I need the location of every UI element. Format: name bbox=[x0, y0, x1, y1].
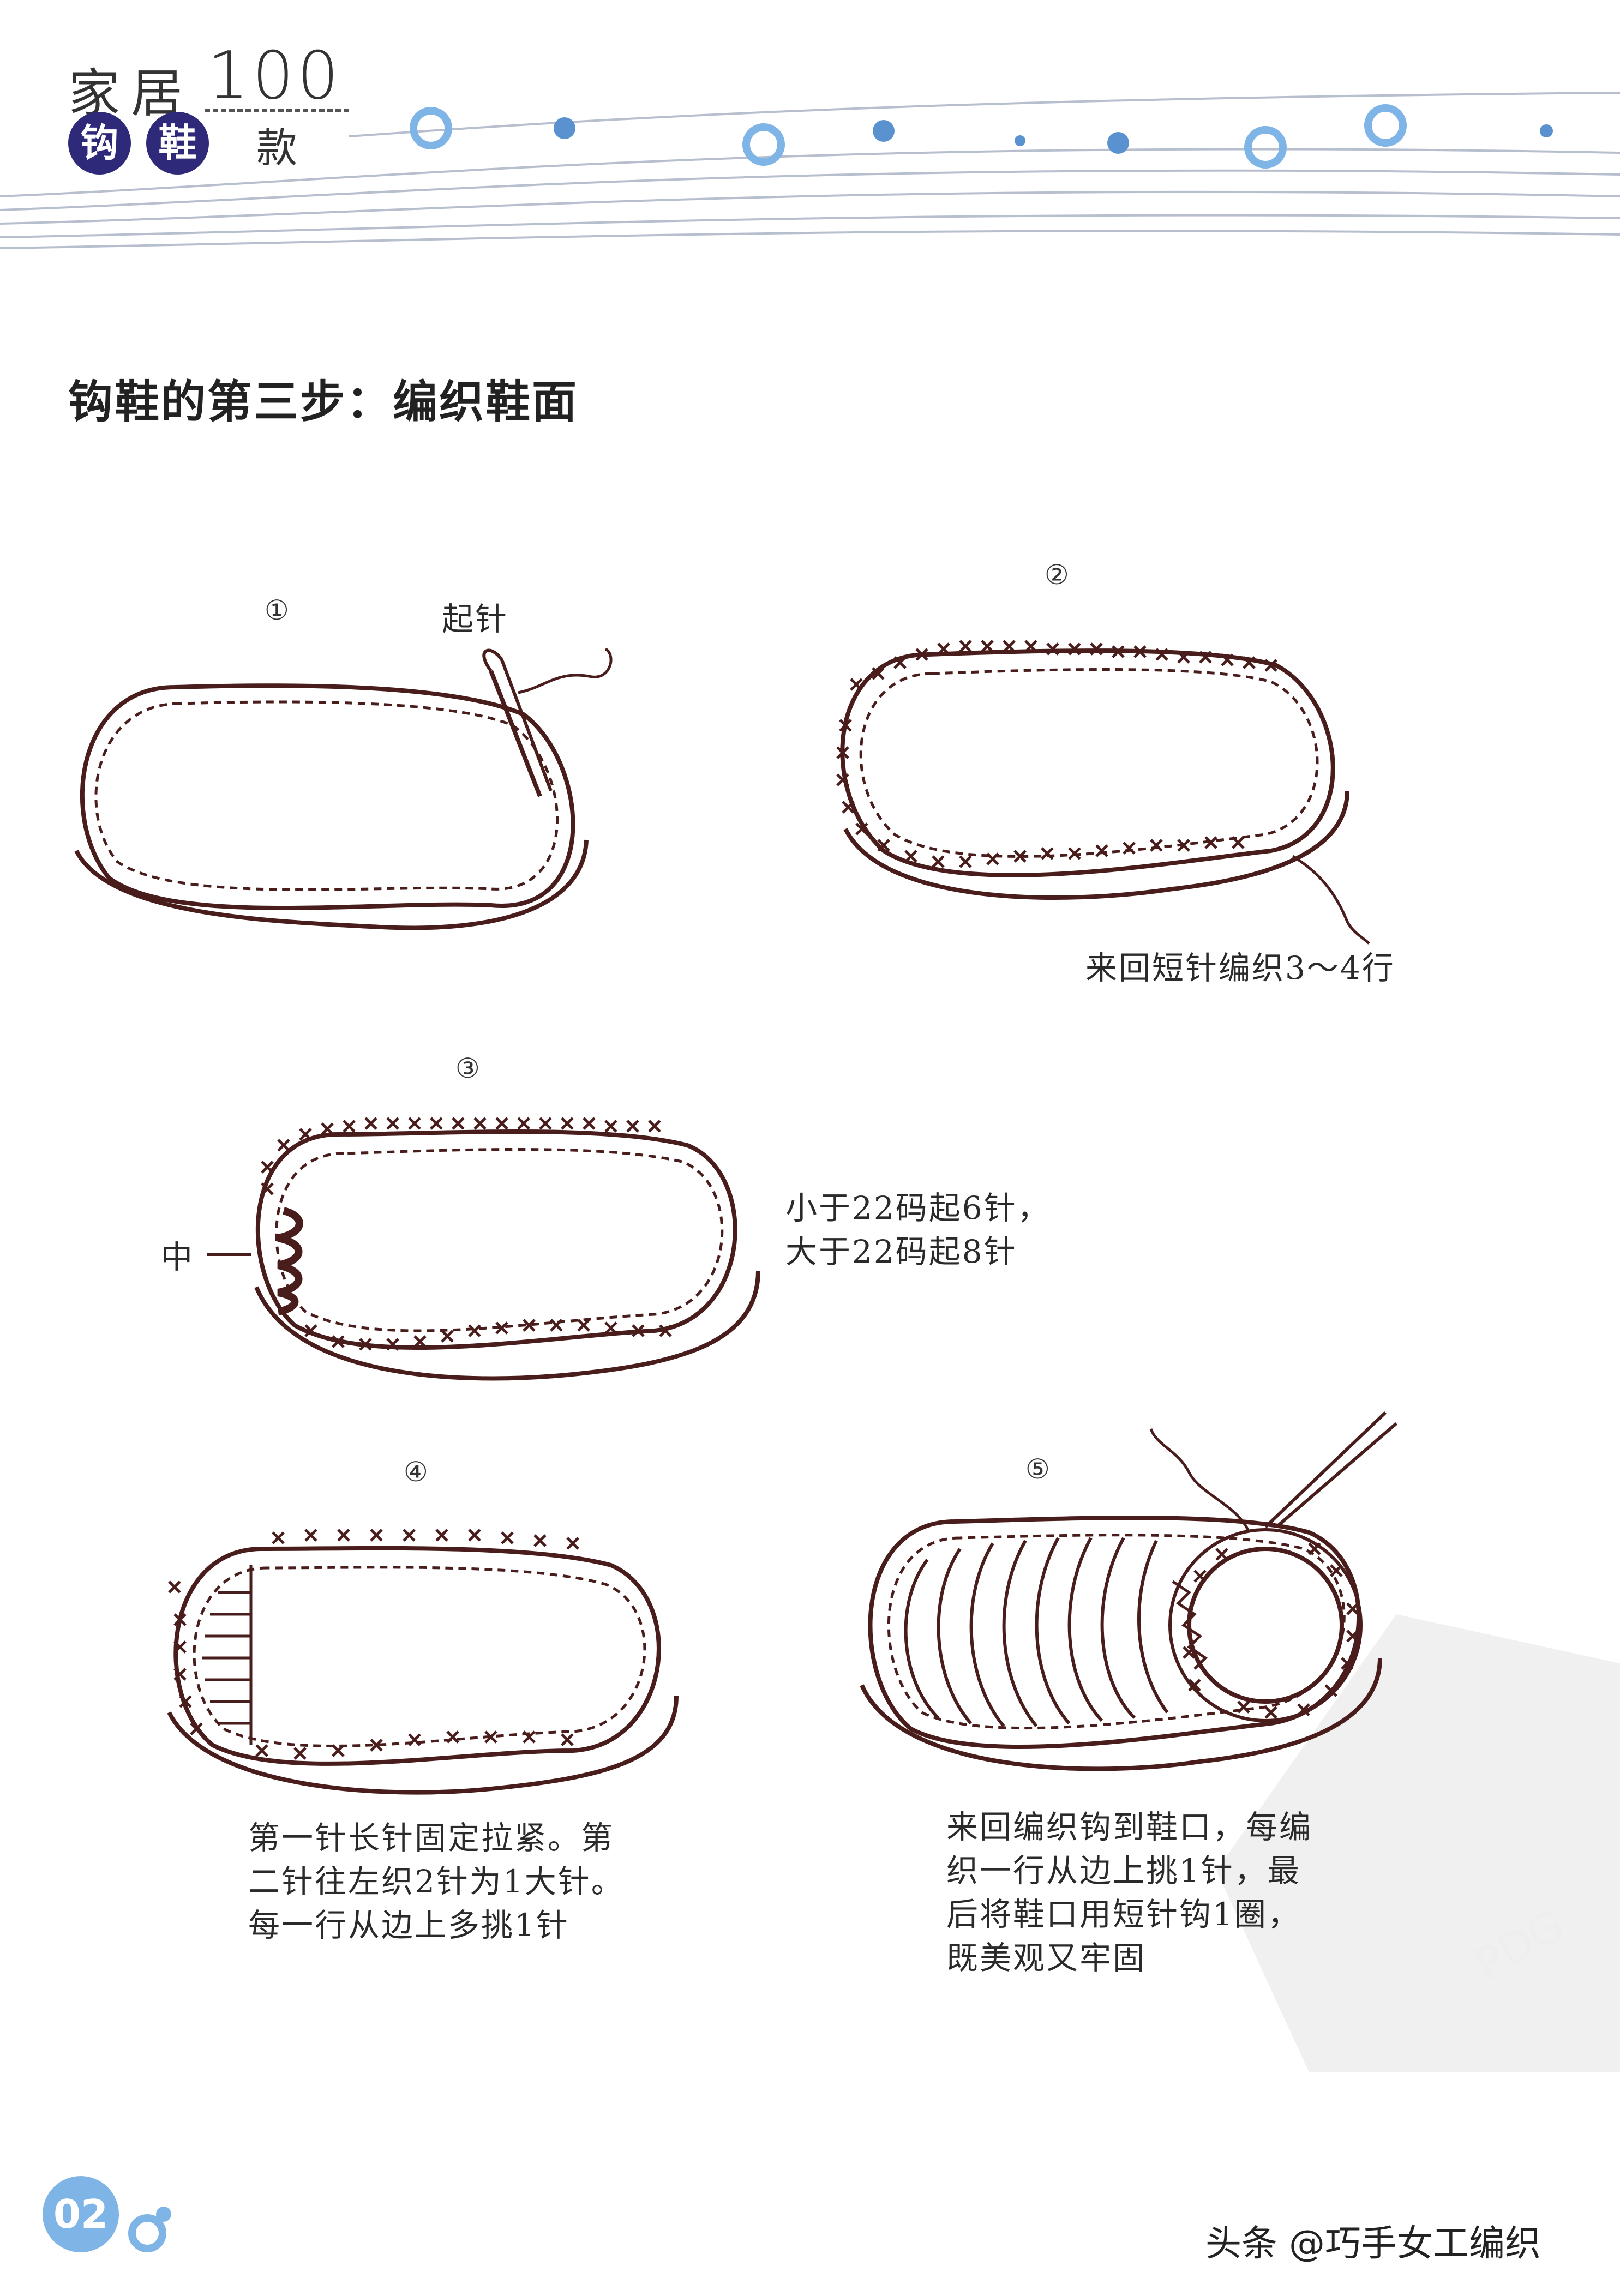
step-2-number: ② bbox=[1045, 559, 1069, 591]
stitch-marks bbox=[836, 640, 1277, 868]
step-4-number: ④ bbox=[404, 1456, 428, 1488]
step-4-caption: 第一针长针固定拉紧。第 二针往左织2针为1大针。 每一行从边上多挑1针 bbox=[248, 1819, 625, 1944]
header-dots bbox=[410, 104, 1553, 169]
step-3-note: 小于22码起6针， 大于22码起8针 bbox=[785, 1189, 1051, 1270]
stitch-marks bbox=[1183, 1542, 1359, 1719]
shoe-diagram-2 bbox=[836, 640, 1370, 945]
shoe-diagram-5 bbox=[860, 1411, 1397, 1771]
shoe-diagram-3 bbox=[207, 1117, 760, 1381]
stitch-marks bbox=[261, 1117, 672, 1351]
step-5-caption: 来回编织钩到鞋口，每编 织一行从边上挑1针，最 后将鞋口用短针钩1圈， 既美观又… bbox=[946, 1808, 1313, 1976]
brand-divider bbox=[205, 109, 349, 112]
brand-suffix: 款 bbox=[256, 124, 298, 172]
stitch-marks bbox=[168, 1529, 579, 1760]
step-3-side-label: 中 bbox=[161, 1239, 195, 1276]
step-1-number: ① bbox=[265, 594, 289, 626]
page-number: 02 bbox=[43, 2176, 119, 2252]
step-2-label: 来回短针编织3～4行 bbox=[1085, 949, 1395, 987]
watermark-shape bbox=[1216, 1614, 1620, 2072]
step-1-label: 起针 bbox=[442, 600, 509, 638]
header-wave-lines bbox=[0, 92, 1620, 249]
brand-badge-2: 鞋 bbox=[146, 112, 209, 175]
needle-icon bbox=[489, 670, 542, 797]
footer-credit: 头条 @巧手女工编织 bbox=[1205, 2222, 1541, 2264]
step-5-number: ⑤ bbox=[1025, 1453, 1050, 1485]
shoe-diagram-1 bbox=[74, 647, 613, 930]
step-3-number: ③ bbox=[455, 1053, 480, 1084]
yarn-icon bbox=[518, 647, 613, 694]
brand-badge-1: 钩 bbox=[68, 112, 131, 175]
shoe-diagram-4 bbox=[167, 1529, 679, 1795]
brand-number: 100 bbox=[207, 38, 343, 114]
page-title: 钩鞋的第三步：编织鞋面 bbox=[68, 376, 579, 428]
